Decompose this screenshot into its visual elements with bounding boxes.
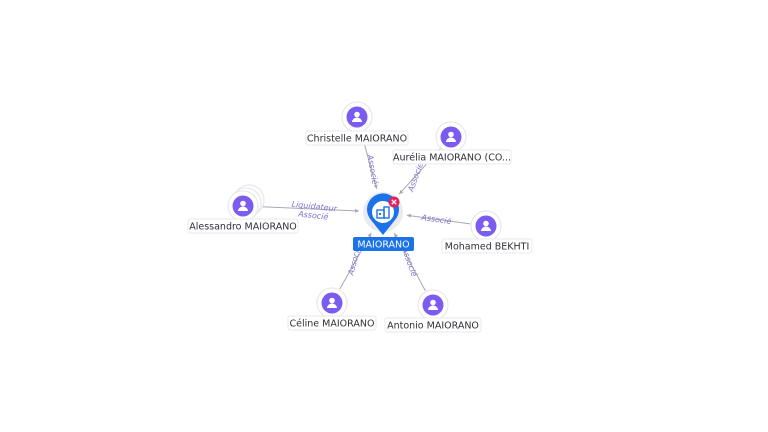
person-node-antonio[interactable]: Antonio MAIORANO: [384, 289, 482, 333]
node-name: Aurélia MAIORANO (CO...: [393, 153, 511, 164]
building-icon: [376, 206, 390, 219]
edge-arrowhead: [373, 184, 378, 189]
node-name-box: [392, 149, 512, 165]
edge-arrowhead: [354, 208, 360, 213]
node-name: Céline MAIORANO: [290, 319, 375, 330]
edge-arrowhead: [367, 232, 372, 238]
node-name: Christelle MAIORANO: [307, 134, 407, 145]
person-icon: [446, 131, 456, 142]
center-label: MAIORANO: [357, 240, 409, 251]
edge-label: Associé: [297, 208, 329, 221]
person-node-christelle[interactable]: Christelle MAIORANO: [305, 101, 409, 146]
person-node-celine[interactable]: Céline MAIORANO: [287, 287, 377, 331]
node-name: Alessandro MAIORANO: [189, 222, 297, 233]
node-name-box: [441, 238, 533, 254]
edge-line: [258, 206, 360, 212]
person-node-aurelia[interactable]: Aurélia MAIORANO (CO...: [392, 121, 512, 165]
person-node-alessandro[interactable]: Alessandro MAIORANO: [187, 184, 299, 234]
person-icon: [352, 111, 362, 122]
edge-label: Associé: [405, 161, 425, 194]
person-icon: [327, 297, 337, 308]
edge-label: Associé: [365, 153, 380, 186]
node-name-box: [287, 315, 377, 331]
person-icon: [481, 220, 491, 231]
person-node-mohamed[interactable]: Mohamed BEKHTI: [441, 210, 533, 254]
node-name-box: [305, 130, 409, 146]
center-node[interactable]: MAIORANO: [353, 192, 414, 251]
edge-arrowhead: [399, 189, 404, 195]
node-name: Antonio MAIORANO: [387, 321, 479, 332]
center-label-box: [353, 237, 414, 251]
edge-arrowhead: [394, 233, 399, 238]
node-name-box: [187, 218, 299, 234]
edge-arrowhead: [406, 213, 412, 218]
edge-line: [406, 214, 471, 225]
node-name: Mohamed BEKHTI: [445, 242, 530, 253]
person-icon: [428, 299, 438, 310]
person-icon: [238, 200, 248, 211]
close-icon[interactable]: [388, 196, 400, 208]
edge-mohamed: Associé: [406, 212, 471, 226]
nodes-layer: Christelle MAIORANO Aurélia MAIORANO (CO.…: [187, 101, 533, 333]
edge-label: Associé: [420, 212, 452, 226]
node-name-box: [384, 317, 482, 333]
